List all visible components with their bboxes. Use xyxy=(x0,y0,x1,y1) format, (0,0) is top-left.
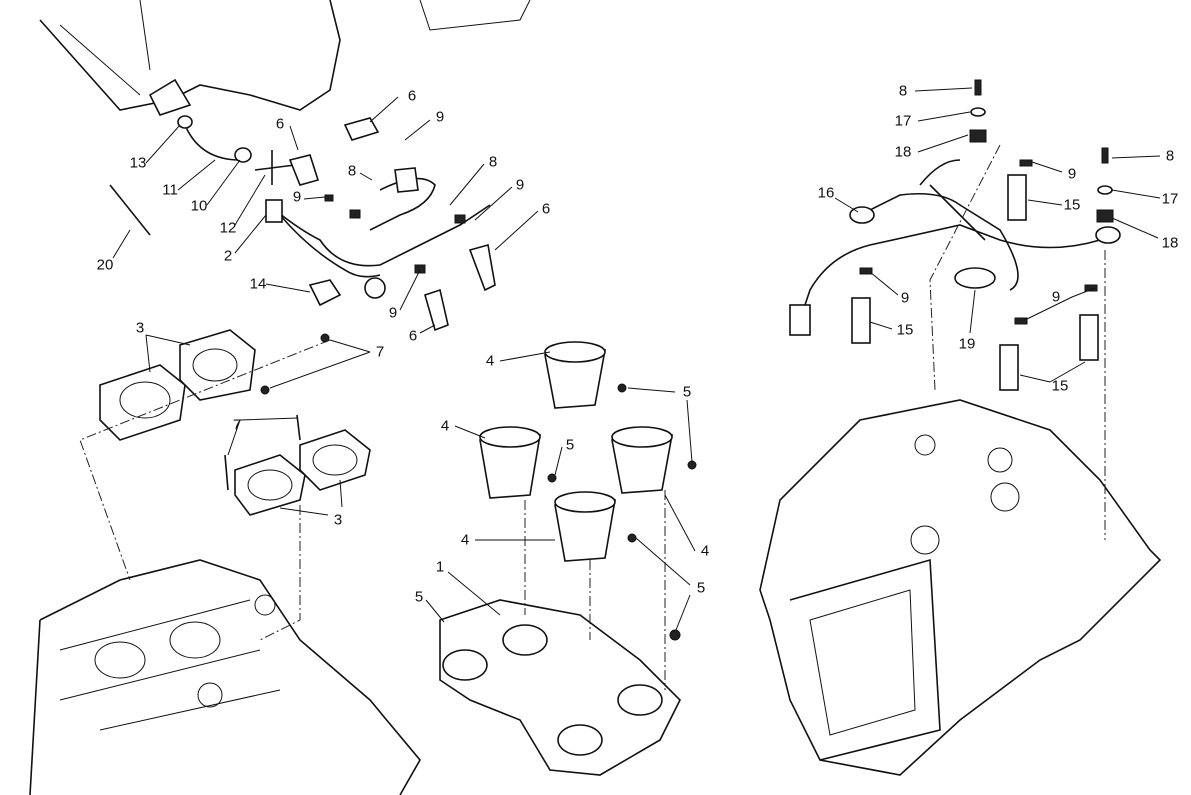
throttle-body xyxy=(439,599,681,776)
velocity-stacks xyxy=(439,341,697,641)
callout-8: 8 xyxy=(1165,147,1175,165)
callout-9: 9 xyxy=(435,108,445,126)
injectors-right xyxy=(851,79,1114,391)
callout-4: 4 xyxy=(700,542,710,560)
connector-2 xyxy=(265,199,283,223)
callout-3: 3 xyxy=(135,319,145,337)
callout-9: 9 xyxy=(1067,165,1077,183)
callout-12: 12 xyxy=(219,219,237,237)
callout-9: 9 xyxy=(1051,288,1061,306)
callout-19: 19 xyxy=(958,335,976,353)
callout-6: 6 xyxy=(541,200,551,218)
callout-7: 7 xyxy=(232,416,242,434)
clip-14 xyxy=(308,279,342,307)
hose-11 xyxy=(184,124,241,161)
callout-20: 20 xyxy=(96,256,114,274)
callout-15: 15 xyxy=(1051,377,1069,395)
callout-8: 8 xyxy=(347,162,357,180)
callout-6: 6 xyxy=(408,327,418,345)
callout-4: 4 xyxy=(460,531,470,549)
callout-15: 15 xyxy=(1063,196,1081,214)
fuel-rail-right xyxy=(789,159,1121,336)
callout-5: 5 xyxy=(414,588,424,606)
callout-8: 8 xyxy=(898,82,908,100)
injectors-left xyxy=(288,117,496,332)
hose-20 xyxy=(109,184,151,236)
callout-4: 4 xyxy=(485,352,495,370)
callout-4: 4 xyxy=(440,417,450,435)
callout-1: 1 xyxy=(435,558,445,576)
airbox-frame xyxy=(39,0,531,116)
grommet-19 xyxy=(954,267,996,289)
callout-9: 9 xyxy=(515,176,525,194)
callout-17: 17 xyxy=(894,112,912,130)
t-fitting-12 xyxy=(254,150,296,185)
callout-5: 5 xyxy=(682,383,692,401)
callout-10: 10 xyxy=(190,197,208,215)
engine-cylinder-head-left xyxy=(29,559,421,795)
callout-6: 6 xyxy=(275,115,285,133)
callout-2: 2 xyxy=(223,247,233,265)
callout-11: 11 xyxy=(162,181,178,199)
leader-lines xyxy=(112,87,1161,631)
callout-17: 17 xyxy=(1161,190,1179,208)
callout-18: 18 xyxy=(1161,234,1179,252)
callout-9: 9 xyxy=(900,289,910,307)
callout-18: 18 xyxy=(894,143,912,161)
callout-5: 5 xyxy=(696,579,706,597)
callout-9: 9 xyxy=(388,304,398,322)
callout-9: 9 xyxy=(292,188,302,206)
intake-flanges xyxy=(99,329,371,516)
airbox-lower xyxy=(759,399,1162,776)
callout-14: 14 xyxy=(249,275,267,293)
callout-5: 5 xyxy=(565,436,575,454)
assembly-lines xyxy=(79,144,1106,690)
callout-15: 15 xyxy=(896,321,914,339)
callout-6: 6 xyxy=(407,87,417,105)
clamp-13 xyxy=(177,115,193,129)
callout-16: 16 xyxy=(817,184,835,202)
callout-13: 13 xyxy=(129,154,147,172)
callout-7: 7 xyxy=(375,343,385,361)
callout-3: 3 xyxy=(333,511,343,529)
callout-8: 8 xyxy=(488,153,498,171)
clamp-10 xyxy=(234,147,252,163)
